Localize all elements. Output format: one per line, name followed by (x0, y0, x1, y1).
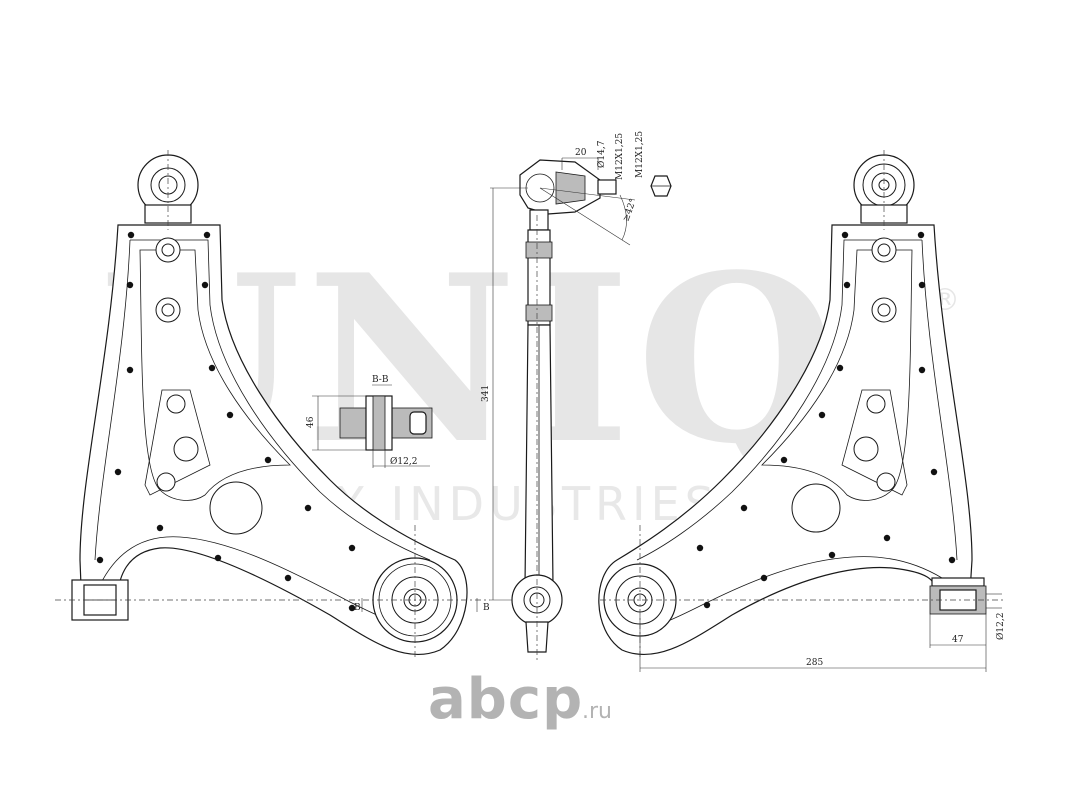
right-arm-bushing-bore: Ø12,2 (995, 613, 1006, 640)
ball-joint-diameter: Ø14,7 (596, 140, 607, 168)
ball-joint-thread-b: M12X1,25 (635, 131, 645, 178)
section-label: B-B (372, 375, 389, 385)
section-height: 46 (306, 416, 316, 428)
section-mark-left: B (354, 603, 361, 613)
right-arm-bushing: 47 Ø12,2 285 (600, 577, 1006, 672)
section-marks: B B (354, 598, 490, 613)
right-arm-bushing-width: 47 (952, 635, 964, 645)
ball-joint-angle: ≥42° (621, 198, 638, 224)
centre-link: 341 20 Ø14,7 M12X1,25 M12X1,25 ≥42° (481, 131, 672, 660)
ball-joint-thread-a: M12X1,25 (615, 133, 625, 180)
left-control-arm (55, 150, 490, 660)
section-bore: Ø12,2 (390, 456, 417, 467)
right-arm-span: 285 (806, 658, 823, 668)
logo-suffix: .ru (582, 699, 612, 724)
section-b-b-view: B-B 46 Ø12,2 (306, 375, 433, 468)
abcp-logo: abcp .ru (428, 667, 612, 732)
logo-name: abcp (428, 667, 583, 732)
section-mark-right: B (483, 603, 490, 613)
ball-joint-length: 20 (575, 148, 587, 158)
right-control-arm (598, 150, 973, 660)
link-length: 341 (481, 385, 491, 402)
